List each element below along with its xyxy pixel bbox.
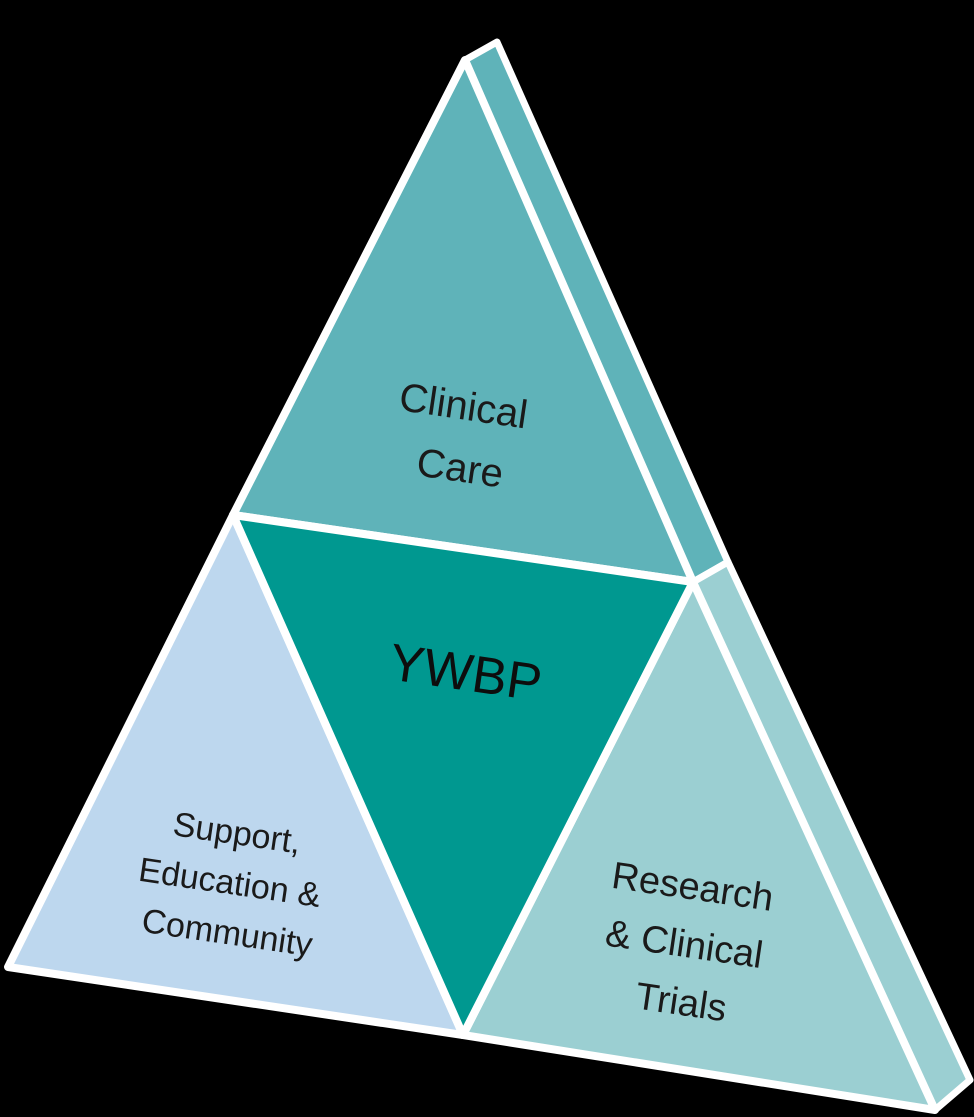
segment-top-label: Clinical Care [387, 375, 541, 500]
center-triangle [229, 511, 697, 1039]
